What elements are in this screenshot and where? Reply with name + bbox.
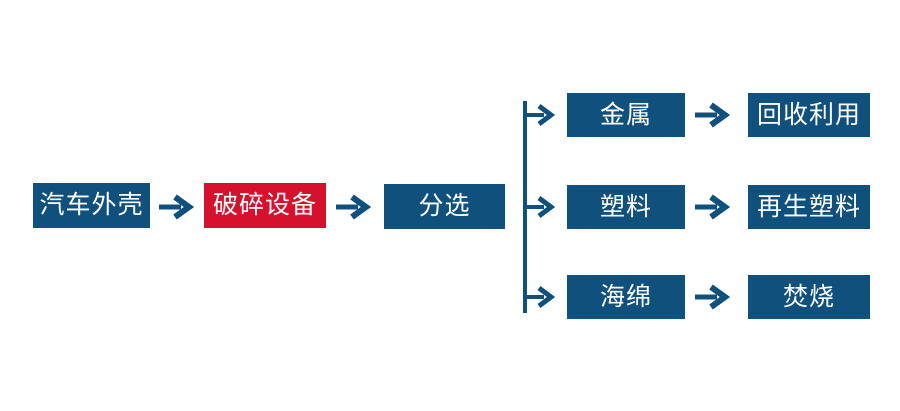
arrow-right-icon [159, 194, 195, 220]
node-car-shell: 汽车外壳 [33, 183, 150, 228]
arrow-right-icon [336, 194, 372, 220]
arrow-right-icon [695, 194, 731, 220]
arrow-right-icon [526, 286, 556, 308]
node-incineration: 焚烧 [748, 275, 870, 319]
node-plastic: 塑料 [567, 185, 685, 229]
arrow-right-icon [695, 102, 731, 128]
node-sorting: 分选 [384, 184, 505, 229]
branch-connector-line [523, 101, 527, 313]
arrow-right-icon [526, 196, 556, 218]
node-metal: 金属 [567, 93, 685, 137]
node-recycled-plastic: 再生塑料 [748, 185, 870, 229]
node-recycling: 回收利用 [748, 93, 870, 137]
arrow-right-icon [695, 284, 731, 310]
node-crushing-equipment: 破碎设备 [204, 183, 326, 228]
arrow-right-icon [526, 104, 556, 126]
node-sponge: 海绵 [567, 275, 685, 319]
